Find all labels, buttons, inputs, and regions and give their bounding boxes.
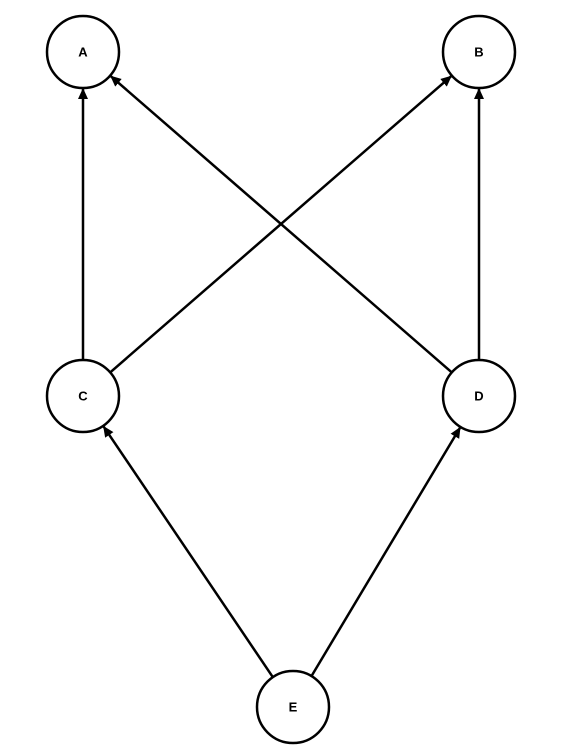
node-circle xyxy=(441,14,517,90)
edge-c-to-b xyxy=(109,75,452,374)
node-label: C xyxy=(78,388,88,403)
node-label: E xyxy=(289,699,298,714)
node-circle xyxy=(45,358,121,434)
edges-layer xyxy=(78,75,484,678)
edge-e-to-d xyxy=(310,426,462,677)
node-label: A xyxy=(78,44,88,59)
node-label: D xyxy=(474,388,483,403)
edge-e-to-c xyxy=(102,425,274,678)
node-b: B xyxy=(441,14,517,90)
node-c: C xyxy=(45,358,121,434)
node-d: D xyxy=(441,358,517,434)
node-e: E xyxy=(255,669,331,745)
node-circle xyxy=(441,358,517,434)
node-label: B xyxy=(474,44,483,59)
nodes-layer: A B C D E xyxy=(45,14,517,745)
node-circle xyxy=(45,14,121,90)
node-circle xyxy=(255,669,331,745)
node-a: A xyxy=(45,14,121,90)
